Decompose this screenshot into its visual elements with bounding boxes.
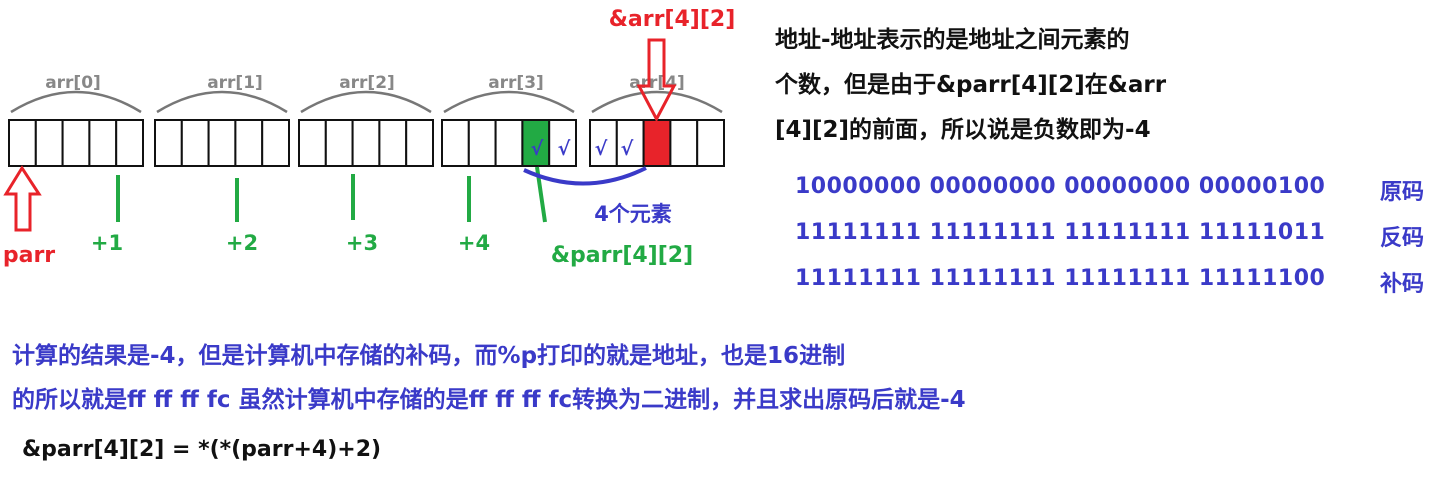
group-label-arr1: arr[1] xyxy=(207,73,263,93)
memory-cell xyxy=(642,119,672,167)
memory-cell xyxy=(61,119,91,167)
group-label-arr4: arr[4] xyxy=(629,73,685,93)
group-arc xyxy=(10,90,142,114)
memory-cell xyxy=(405,119,435,167)
memory-cell xyxy=(207,119,237,167)
explanation-line-2: 个数，但是由于&parr[4][2]在&arr xyxy=(775,72,1167,98)
check-mark-3: √ xyxy=(595,138,608,160)
group-label-arr2: arr[2] xyxy=(339,73,395,93)
binary-original-value: 10000000 00000000 00000000 00000100 xyxy=(795,174,1326,199)
memory-cell xyxy=(378,119,408,167)
memory-cell xyxy=(180,119,210,167)
parr-target-label: &parr[4][2] xyxy=(551,243,693,268)
formula: &parr[4][2] = *(*(parr+4)+2) xyxy=(22,437,382,462)
memory-cell xyxy=(494,119,524,167)
paragraph-line-1: 计算的结果是-4，但是计算机中存储的补码，而%p打印的就是地址，也是16进制 xyxy=(12,343,846,369)
group-arc xyxy=(300,90,432,114)
binary-ones-complement-value: 11111111 11111111 11111111 11111011 xyxy=(795,220,1326,245)
memory-cell xyxy=(669,119,699,167)
memory-cell xyxy=(88,119,118,167)
memory-cell xyxy=(467,119,497,167)
memory-cells xyxy=(8,119,726,167)
memory-cell xyxy=(115,119,144,167)
check-mark-2: √ xyxy=(558,138,571,160)
memory-cell xyxy=(441,119,470,167)
memory-cell xyxy=(521,119,551,167)
memory-cell xyxy=(234,119,264,167)
memory-cell xyxy=(261,119,291,167)
step-label-2: +2 xyxy=(226,231,258,255)
binary-twos-complement-label: 补码 xyxy=(1380,272,1425,297)
memory-cell xyxy=(34,119,64,167)
binary-original-label: 原码 xyxy=(1380,180,1425,205)
check-mark-4: √ xyxy=(621,138,634,160)
paragraph-line-2: 的所以就是ff ff ff fc 虽然计算机中存储的是ff ff ff fc转换… xyxy=(12,387,966,413)
distance-label: 4个元素 xyxy=(594,202,672,226)
memory-cell xyxy=(351,119,381,167)
arr-target-label: &arr[4][2] xyxy=(609,7,736,32)
memory-cell xyxy=(324,119,354,167)
group-arc xyxy=(156,90,288,114)
group-arc xyxy=(591,90,723,114)
explanation-line-1: 地址-地址表示的是地址之间元素的 xyxy=(775,27,1130,53)
group-arc xyxy=(443,90,575,114)
group-label-arr3: arr[3] xyxy=(488,73,544,93)
binary-twos-complement-value: 11111111 11111111 11111111 11111100 xyxy=(795,266,1326,291)
memory-cell xyxy=(8,119,37,167)
group-arcs xyxy=(10,90,723,114)
step-label-1: +1 xyxy=(91,231,123,255)
step-label-4: +4 xyxy=(458,231,490,255)
explanation-line-3: [4][2]的前面，所以说是负数即为-4 xyxy=(775,117,1151,143)
arr-target-arrow xyxy=(636,38,677,123)
memory-cell xyxy=(298,119,327,167)
memory-cell xyxy=(696,119,726,167)
memory-cell xyxy=(548,119,578,167)
parr-label: parr xyxy=(3,243,55,268)
memory-cell xyxy=(154,119,183,167)
group-label-arr0: arr[0] xyxy=(45,73,101,93)
check-mark-1: √ xyxy=(531,138,544,160)
distance-bracket xyxy=(523,166,647,186)
parr-arrow xyxy=(3,165,42,232)
memory-cell xyxy=(589,119,618,167)
binary-ones-complement-label: 反码 xyxy=(1380,226,1425,251)
memory-diagram: arr[0] arr[1] arr[2] arr[3] arr[4] √ √ √… xyxy=(3,7,736,268)
step-label-3: +3 xyxy=(346,231,378,255)
